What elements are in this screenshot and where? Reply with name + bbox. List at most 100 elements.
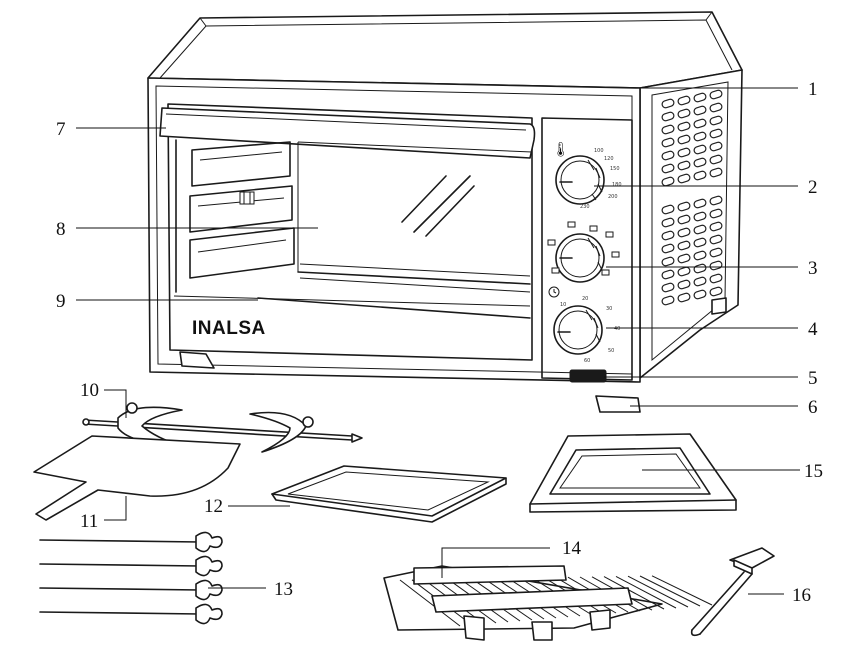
tray-handle [690,547,775,637]
vent-slot [693,170,707,181]
skewers [39,531,223,625]
vent-slot [677,240,691,251]
callout-15: 15 [804,461,823,482]
vent-slot [677,108,691,119]
vent-slot [661,295,675,306]
callout-2: 2 [808,177,818,198]
oven-foot [179,351,215,369]
callout-5: 5 [808,368,818,389]
vent-slot [709,208,723,219]
vent-slot [661,256,675,267]
rack-wire [639,575,701,607]
vent-slot [661,217,675,228]
callout-11: 11 [80,511,98,532]
skewer [39,579,223,601]
vent-slot [709,195,723,206]
vent-slot [709,141,723,152]
vent-slot [677,160,691,171]
vent-slot [661,124,675,135]
callout-leaders [76,87,800,595]
vent-slot [661,163,675,174]
callout-9: 9 [56,291,66,312]
vent-slot [677,147,691,158]
rack-wire [603,576,665,610]
svg-text:230: 230 [580,204,590,210]
vent-slot [693,157,707,168]
svg-text:180: 180 [612,182,622,188]
oven-body: INALSA [147,11,743,413]
vent-slot [661,204,675,215]
vent-slot [661,176,675,187]
vent-slot [693,92,707,103]
svg-text:50: 50 [608,348,614,354]
svg-text:200: 200 [608,194,618,200]
vent-slot [677,121,691,132]
rack-wire [399,579,461,627]
svg-text:100: 100 [594,148,604,154]
function-mode-icons [547,221,620,276]
vent-slot [693,289,707,300]
vent-slot [677,227,691,238]
vent-slot [709,247,723,258]
baking-tray [271,465,507,523]
svg-text:40: 40 [614,326,620,332]
callout-numbers: 1 2 3 4 5 6 7 8 9 10 11 12 13 14 15 16 [56,79,823,606]
callout-12: 12 [204,496,223,517]
callout-1: 1 [808,79,818,100]
callout-8: 8 [56,219,66,240]
control-panel: 🌡 100 120 150 180 200 230 [541,117,633,383]
vent-slot [693,276,707,287]
vent-slot [661,282,675,293]
function-knob[interactable] [555,233,605,283]
skewer [39,555,223,577]
vent-slot [661,230,675,241]
vent-slot [709,89,723,100]
vent-slot [709,286,723,297]
svg-text:150: 150 [610,166,620,172]
vent-slot [693,198,707,209]
skewer [39,603,223,625]
clock-icon [548,286,560,298]
rotisserie-handle [33,435,241,521]
rack-wire [651,575,713,606]
rack-wire [627,575,689,608]
vent-slot [661,111,675,122]
callout-6: 6 [808,397,818,418]
indicator-light [569,369,607,383]
oven-foot [595,395,641,413]
vent-slot [709,115,723,126]
side-vents [661,89,723,306]
svg-text:60: 60 [584,358,590,364]
vent-slot [693,118,707,129]
vent-slot [709,102,723,113]
vent-slot [661,137,675,148]
vent-slot [693,237,707,248]
vent-slot [661,243,675,254]
callout-13: 13 [274,579,293,600]
vent-slot [677,292,691,303]
crumb-tray [529,433,737,513]
svg-text:20: 20 [582,296,588,302]
vent-slot [677,266,691,277]
vent-slot [677,201,691,212]
vent-slot [709,221,723,232]
vent-slot [693,105,707,116]
vent-slot [693,131,707,142]
callout-3: 3 [808,258,818,279]
vent-slot [677,253,691,264]
vent-slot [693,250,707,261]
temperature-knob[interactable] [555,155,605,205]
vent-slot [661,98,675,109]
callout-4: 4 [808,319,818,340]
callout-7: 7 [56,119,66,140]
vent-slot [709,154,723,165]
vent-slot [693,211,707,222]
temperature-scale: 100 120 150 180 200 230 [580,148,622,210]
skewer [39,531,223,553]
rack-wire [615,575,677,609]
vent-slot [709,273,723,284]
timer-knob[interactable] [553,305,603,355]
vent-slot [693,224,707,235]
vent-slot [661,150,675,161]
callout-16: 16 [792,585,811,606]
